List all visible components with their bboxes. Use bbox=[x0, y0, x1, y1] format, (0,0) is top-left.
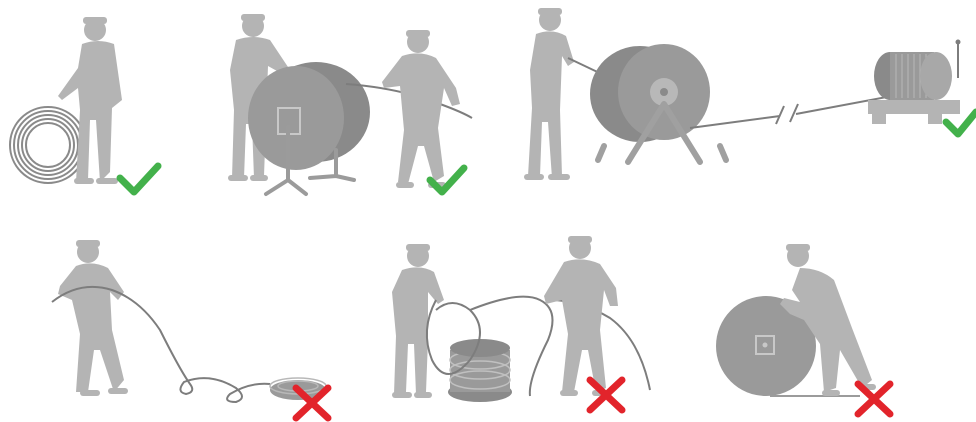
panel-rolling-reel-by-pushing bbox=[716, 244, 890, 414]
panel-reel-on-stand-two-workers bbox=[228, 14, 472, 194]
worker-silhouette-icon bbox=[58, 240, 128, 396]
worker-silhouette-icon bbox=[524, 8, 574, 180]
worker-silhouette-icon bbox=[392, 244, 444, 398]
cable-break-mark bbox=[776, 104, 798, 124]
panel-pulling-loops-off-stacked-coil bbox=[392, 236, 650, 410]
check-mark-icon bbox=[120, 166, 158, 192]
worker-silhouette-icon bbox=[382, 30, 460, 188]
cable-coil bbox=[10, 107, 86, 183]
cable-line bbox=[690, 96, 892, 128]
check-mark-icon bbox=[946, 112, 976, 134]
powered-reel bbox=[868, 40, 961, 125]
worker-silhouette-icon bbox=[58, 17, 122, 184]
panel-pulling-from-flat-coil bbox=[52, 240, 328, 418]
panel-payout-from-reel-stand-to-powered-reel bbox=[524, 8, 976, 180]
cable-reel-icon bbox=[248, 62, 370, 194]
panel-coil-roll-by-hand bbox=[10, 17, 158, 192]
cable-reel-icon bbox=[590, 44, 726, 162]
